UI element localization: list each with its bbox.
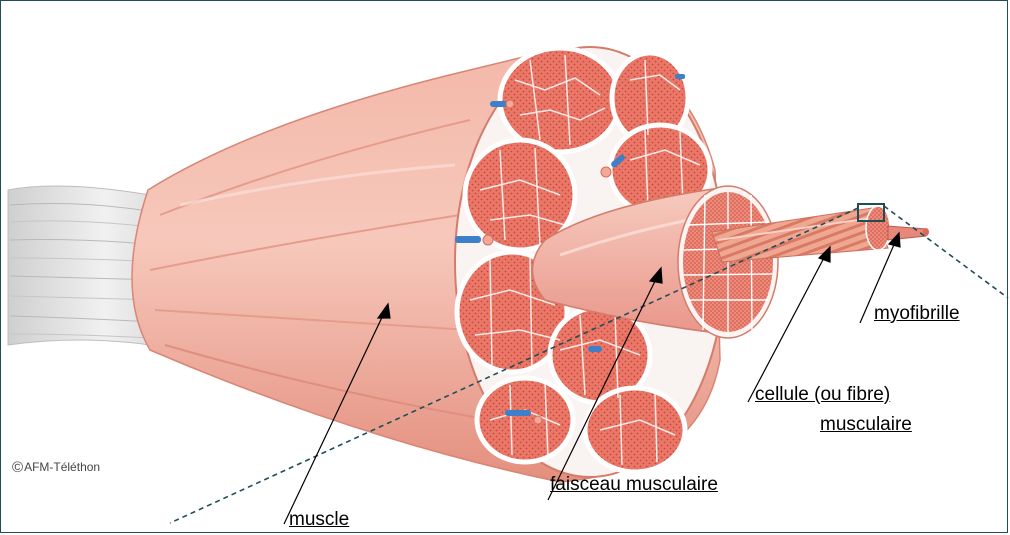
label-cellule-line1: cellule (ou fibre) bbox=[755, 384, 890, 406]
copyright-notice: ©AFM-Téléthon bbox=[12, 459, 100, 476]
label-cellule-line2: musculaire bbox=[820, 414, 912, 436]
copyright-icon: © bbox=[12, 459, 23, 476]
label-myofibrille: myofibrille bbox=[874, 303, 960, 325]
label-muscle: muscle bbox=[289, 509, 349, 531]
label-faisceau-musculaire: faisceau musculaire bbox=[550, 474, 718, 496]
copyright-text: AFM-Téléthon bbox=[24, 460, 100, 474]
